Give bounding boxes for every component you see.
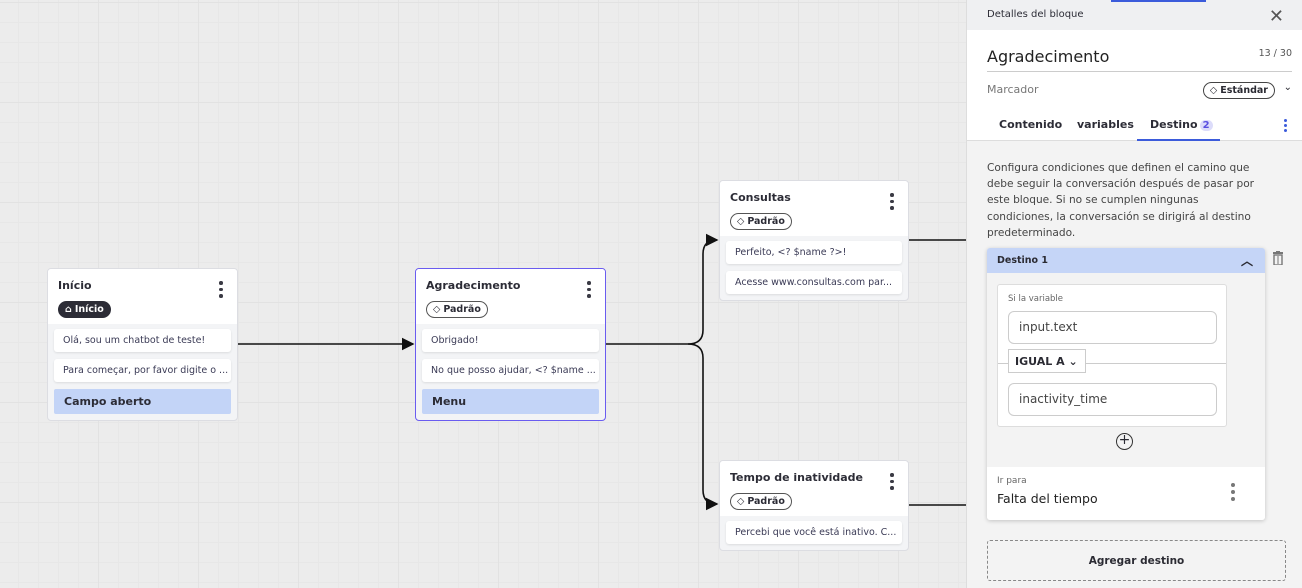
message-item[interactable]: Acesse www.consultas.com par... (726, 271, 902, 294)
node-title: Agradecimento (426, 279, 521, 292)
active-tab-indicator (1137, 139, 1220, 141)
destination-header[interactable]: Destino 1︿ (987, 248, 1265, 273)
more-options-icon[interactable] (1284, 119, 1287, 132)
condition-label: Si la variable (1008, 294, 1064, 304)
node-inicio[interactable]: Início ⌂Início Olá, sou um chatbot de te… (47, 268, 238, 421)
goto-select[interactable]: Falta del tiempo (997, 491, 1098, 506)
operator-select[interactable]: IGUAL A ⌄ (1008, 349, 1086, 373)
message-item[interactable]: Obrigado! (422, 329, 599, 352)
more-options-icon[interactable] (890, 473, 894, 490)
count-badge: 2 (1199, 120, 1213, 131)
node-title: Início (58, 279, 92, 292)
node-agradecimento[interactable]: Agradecimento ◇Padrão Obrigado! No que p… (415, 268, 606, 421)
trash-icon[interactable] (1272, 250, 1284, 269)
condition-box: Si la variable input.text IGUAL A ⌄ inac… (997, 284, 1227, 427)
block-details-panel: Detalles del bloque ✕ Agradecimento 13 /… (966, 0, 1302, 588)
marker-tag: ◇Padrão (730, 493, 792, 510)
close-icon[interactable]: ✕ (1268, 6, 1284, 27)
home-icon: ⌂ (65, 304, 72, 315)
divider (987, 71, 1292, 72)
top-accent-bar (1111, 0, 1206, 2)
description: Configura condiciones que definen el cam… (987, 162, 1255, 239)
goto-label: Ir para (997, 476, 1027, 486)
message-item[interactable]: Para começar, por favor digite o ... (54, 359, 231, 382)
marker-select[interactable]: ◇Estándar (1202, 82, 1275, 99)
marker-tag: ◇Padrão (730, 213, 792, 230)
chevron-up-icon[interactable]: ︿ (1240, 254, 1253, 268)
node-tempo-inatividade[interactable]: Tempo de inatividade ◇Padrão Percebi que… (719, 460, 909, 551)
divider (998, 363, 1226, 364)
variable-input[interactable]: input.text (1008, 311, 1217, 344)
marker-label: Marcador (987, 83, 1039, 96)
panel-header: Detalles del bloque (987, 9, 1084, 20)
tab-contenido[interactable]: Contenido (999, 118, 1063, 131)
block-name-input[interactable]: Agradecimento (987, 47, 1110, 66)
message-item[interactable]: Perfeito, <? $name ?>! (726, 241, 902, 264)
more-options-icon[interactable] (1231, 483, 1235, 501)
tab-variables[interactable]: variables (1077, 118, 1134, 131)
chevron-down-icon: ⌄ (1068, 355, 1078, 368)
more-options-icon[interactable] (219, 281, 223, 298)
message-item[interactable]: No que posso ajudar, <? $name ... (422, 359, 599, 382)
tag-icon: ◇ (737, 216, 745, 227)
link-agradecimento-tempo (687, 343, 719, 511)
node-title: Tempo de inatividade (730, 471, 864, 484)
tag-icon: ◇ (433, 304, 441, 315)
input-item[interactable]: Campo aberto (54, 389, 231, 414)
char-count: 13 / 30 (1258, 48, 1292, 59)
value-input[interactable]: inactivity_time (1008, 383, 1217, 416)
more-options-icon[interactable] (890, 193, 894, 210)
destination-card: Destino 1︿ Si la variable input.text IGU… (987, 248, 1265, 520)
input-item[interactable]: Menu (422, 389, 599, 414)
start-tag: ⌂Início (58, 301, 111, 318)
flow-canvas[interactable]: Início ⌂Início Olá, sou um chatbot de te… (0, 0, 966, 588)
connectors (238, 233, 966, 511)
tag-icon: ◇ (1209, 85, 1218, 96)
add-condition-icon[interactable]: + (1116, 433, 1133, 450)
more-options-icon[interactable] (587, 281, 591, 298)
chevron-down-icon[interactable]: ⌄ (1283, 82, 1292, 93)
node-title: Consultas (730, 191, 791, 204)
tag-icon: ◇ (737, 496, 745, 507)
add-destination-button[interactable]: Agregar destino (987, 540, 1286, 581)
message-item[interactable]: Percebi que você está inativo. C... (726, 521, 902, 544)
marker-tag: ◇Padrão (426, 301, 488, 318)
message-item[interactable]: Olá, sou um chatbot de teste! (54, 329, 231, 352)
link-agradecimento-consultas (606, 233, 719, 345)
node-consultas[interactable]: Consultas ◇Padrão Perfeito, <? $name ?>!… (719, 180, 909, 301)
